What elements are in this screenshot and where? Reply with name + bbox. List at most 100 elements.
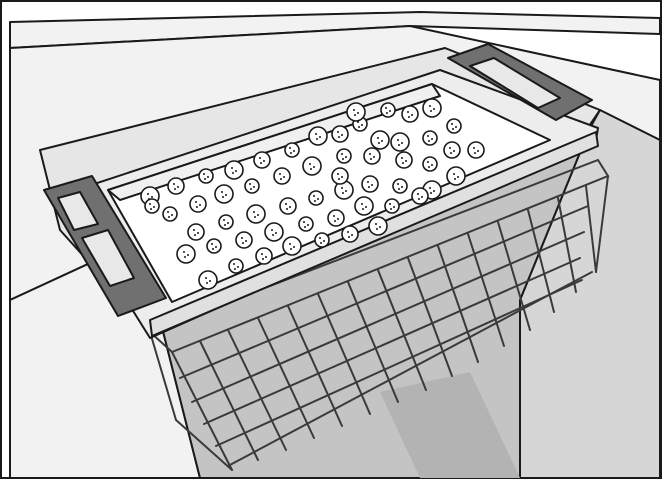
- berry-seed: [283, 176, 285, 178]
- berry-icon: [446, 166, 466, 186]
- berry-seed: [338, 136, 340, 138]
- berry-icon: [198, 168, 214, 184]
- berry-seed: [184, 256, 186, 258]
- berry-seed: [265, 256, 267, 258]
- berry-seed: [368, 186, 370, 188]
- berry-seed: [473, 147, 475, 149]
- berry-seed: [197, 232, 199, 234]
- berry-seed: [215, 246, 217, 248]
- berry-seed: [342, 158, 344, 160]
- berry-seed: [320, 242, 322, 244]
- berry-seed: [345, 156, 347, 158]
- berry-seed: [407, 111, 409, 113]
- berry-icon: [411, 187, 429, 205]
- handle-left: [43, 175, 167, 317]
- berry-seed: [386, 112, 388, 114]
- berry-seed: [187, 254, 189, 256]
- berry-icon: [187, 223, 205, 241]
- berry-seed: [347, 231, 349, 233]
- cabinet-floor-shadow: [380, 372, 520, 478]
- berry-seed: [183, 251, 185, 253]
- berry-icon: [395, 151, 413, 169]
- berry-icon: [284, 142, 300, 158]
- berry-icon: [298, 216, 314, 232]
- berry-icon: [327, 209, 345, 227]
- berry-seed: [431, 164, 433, 166]
- berry-seed: [209, 280, 211, 282]
- berry-seed: [150, 208, 152, 210]
- berry-seed: [313, 166, 315, 168]
- berry-seed: [381, 140, 383, 142]
- berry-seed: [429, 105, 431, 107]
- berry-seed: [401, 186, 403, 188]
- berry-seed: [390, 208, 392, 210]
- berry-icon: [331, 125, 349, 143]
- berry-seed: [408, 116, 410, 118]
- berry-seed: [168, 216, 170, 218]
- berry-seed: [315, 133, 317, 135]
- berry-seed: [411, 114, 413, 116]
- berry-seed: [338, 178, 340, 180]
- berry-seed: [454, 178, 456, 180]
- berry-seed: [348, 236, 350, 238]
- berry-seed: [207, 176, 209, 178]
- berry-seed: [428, 166, 430, 168]
- berry-seed: [262, 258, 264, 260]
- berry-icon: [422, 130, 438, 146]
- berry-seed: [385, 107, 387, 109]
- berry-icon: [363, 147, 381, 165]
- berry-seed: [370, 158, 372, 160]
- berry-seed: [231, 167, 233, 169]
- berry-seed: [245, 240, 247, 242]
- wire-basket-icon: [149, 158, 610, 471]
- berry-seed: [147, 193, 149, 195]
- berry-seed: [421, 196, 423, 198]
- berry-icon: [253, 151, 271, 169]
- berry-seed: [319, 237, 321, 239]
- berry-seed: [354, 114, 356, 116]
- berry-seed: [337, 173, 339, 175]
- berry-seed: [389, 110, 391, 112]
- berry-seed: [317, 198, 319, 200]
- berry-seed: [357, 112, 359, 114]
- berry-seed: [376, 228, 378, 230]
- berry-seed: [353, 109, 355, 111]
- berry-seed: [224, 224, 226, 226]
- berry-seed: [397, 183, 399, 185]
- berry-seed: [375, 223, 377, 225]
- berry-seed: [457, 176, 459, 178]
- berry-seed: [173, 183, 175, 185]
- berry-seed: [241, 237, 243, 239]
- berry-seed: [334, 220, 336, 222]
- berry-seed: [195, 201, 197, 203]
- berry-seed: [431, 138, 433, 140]
- berry-icon: [384, 198, 400, 214]
- berry-seed: [263, 160, 265, 162]
- berry-seed: [211, 243, 213, 245]
- berry-seed: [171, 214, 173, 216]
- berry-seed: [452, 128, 454, 130]
- berry-seed: [310, 168, 312, 170]
- berry-seed: [341, 134, 343, 136]
- berry-icon: [255, 247, 273, 265]
- berry-icon: [422, 98, 442, 118]
- berry-seed: [289, 147, 291, 149]
- berry-seed: [237, 266, 239, 268]
- berry-icon: [198, 270, 218, 290]
- berry-seed: [474, 152, 476, 154]
- berry-icon: [144, 198, 160, 214]
- berry-icon: [224, 160, 244, 180]
- handle-icon: [43, 43, 593, 317]
- berry-seed: [290, 152, 292, 154]
- berry-seed: [203, 173, 205, 175]
- berry-icon: [446, 118, 462, 134]
- berry-seed: [303, 221, 305, 223]
- berry-icon: [189, 195, 207, 213]
- berry-seed: [194, 234, 196, 236]
- berry-seed: [449, 147, 451, 149]
- berry-seed: [307, 224, 309, 226]
- berry-seed: [367, 181, 369, 183]
- berry-icon: [392, 178, 408, 194]
- berry-seed: [405, 160, 407, 162]
